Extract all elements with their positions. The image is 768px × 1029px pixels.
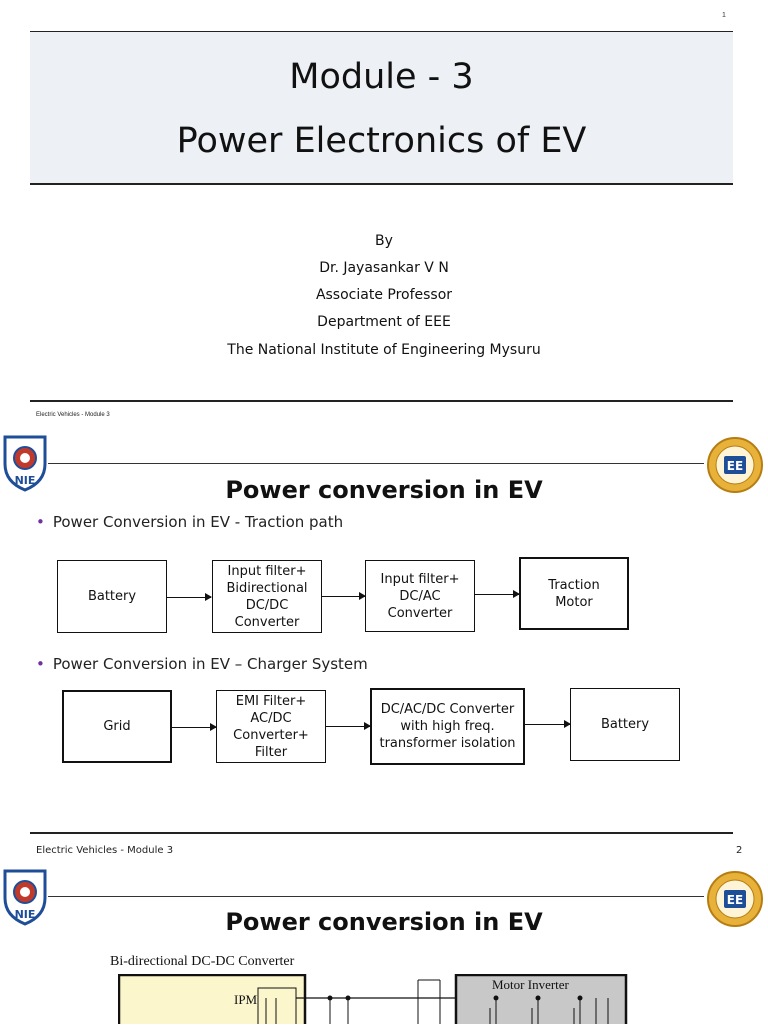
eee-dept-logo-icon: EE — [706, 436, 764, 494]
page1-footer: Electric Vehicles - Module 3 — [36, 412, 110, 418]
nie-logo-icon: NIE — [2, 434, 48, 492]
author-department: Department of EEE — [317, 314, 451, 330]
header-line — [48, 463, 704, 464]
eee-dept-logo-icon: EE — [706, 870, 764, 928]
bullet-traction-path: • Power Conversion in EV - Traction path — [36, 513, 343, 531]
bullet-icon: • — [36, 513, 45, 531]
traction-dcac-block: Input filter+ DC/AC Converter — [365, 560, 475, 632]
svg-text:NIE: NIE — [15, 474, 36, 487]
charger-grid-block: Grid — [62, 690, 172, 763]
svg-text:NIE: NIE — [15, 908, 36, 921]
arrow — [172, 723, 217, 731]
header-line — [48, 896, 704, 897]
charger-battery-block: Battery — [570, 688, 680, 761]
author-institute: The National Institute of Engineering My… — [227, 342, 541, 358]
slide-title: Power conversion in EV — [225, 908, 543, 936]
nie-logo-icon: NIE — [2, 868, 48, 926]
page-divider — [30, 400, 733, 402]
svg-text:EE: EE — [727, 459, 743, 473]
arrow — [322, 592, 366, 600]
bullet-text: Power Conversion in EV - Traction path — [52, 513, 344, 531]
traction-battery-block: Battery — [57, 560, 167, 633]
traction-dcdc-block: Input filter+ Bidirectional DC/DC Conver… — [212, 560, 322, 633]
arrow — [326, 722, 371, 730]
arrow — [167, 593, 212, 601]
motor-inverter-label: Motor Inverter — [492, 977, 569, 992]
module-subtitle: Power Electronics of EV — [176, 121, 587, 161]
bullet-text: Power Conversion in EV – Charger System — [52, 655, 368, 673]
ipm-label: IPM — [234, 992, 258, 1007]
svg-text:EE: EE — [727, 893, 743, 907]
traction-motor-block: Traction Motor — [519, 557, 629, 630]
title-band: Module - 3 Power Electronics of EV — [30, 31, 733, 185]
arrow — [475, 590, 520, 598]
page-divider — [30, 832, 733, 834]
byline-by: By — [375, 233, 393, 249]
author-position: Associate Professor — [315, 287, 453, 303]
module-title: Module - 3 — [289, 57, 474, 97]
slide-title: Power conversion in EV — [225, 476, 543, 504]
page-number: 1 — [722, 12, 726, 19]
bullet-icon: • — [36, 655, 45, 673]
page-number: 2 — [736, 845, 743, 856]
arrow — [525, 720, 571, 728]
page2-footer: Electric Vehicles - Module 3 — [36, 845, 174, 856]
author-name: Dr. Jayasankar V N — [319, 260, 449, 276]
circuit-diagram: IPM Motor Inverter — [117, 973, 638, 1029]
charger-acdc-block: EMI Filter+ AC/DC Converter+ Filter — [216, 690, 326, 763]
bullet-charger-system: • Power Conversion in EV – Charger System — [36, 655, 368, 673]
circuit-caption: Bi-directional DC-DC Converter — [110, 954, 295, 969]
charger-isolated-converter-block: DC/AC/DC Converter with high freq. trans… — [370, 688, 525, 765]
